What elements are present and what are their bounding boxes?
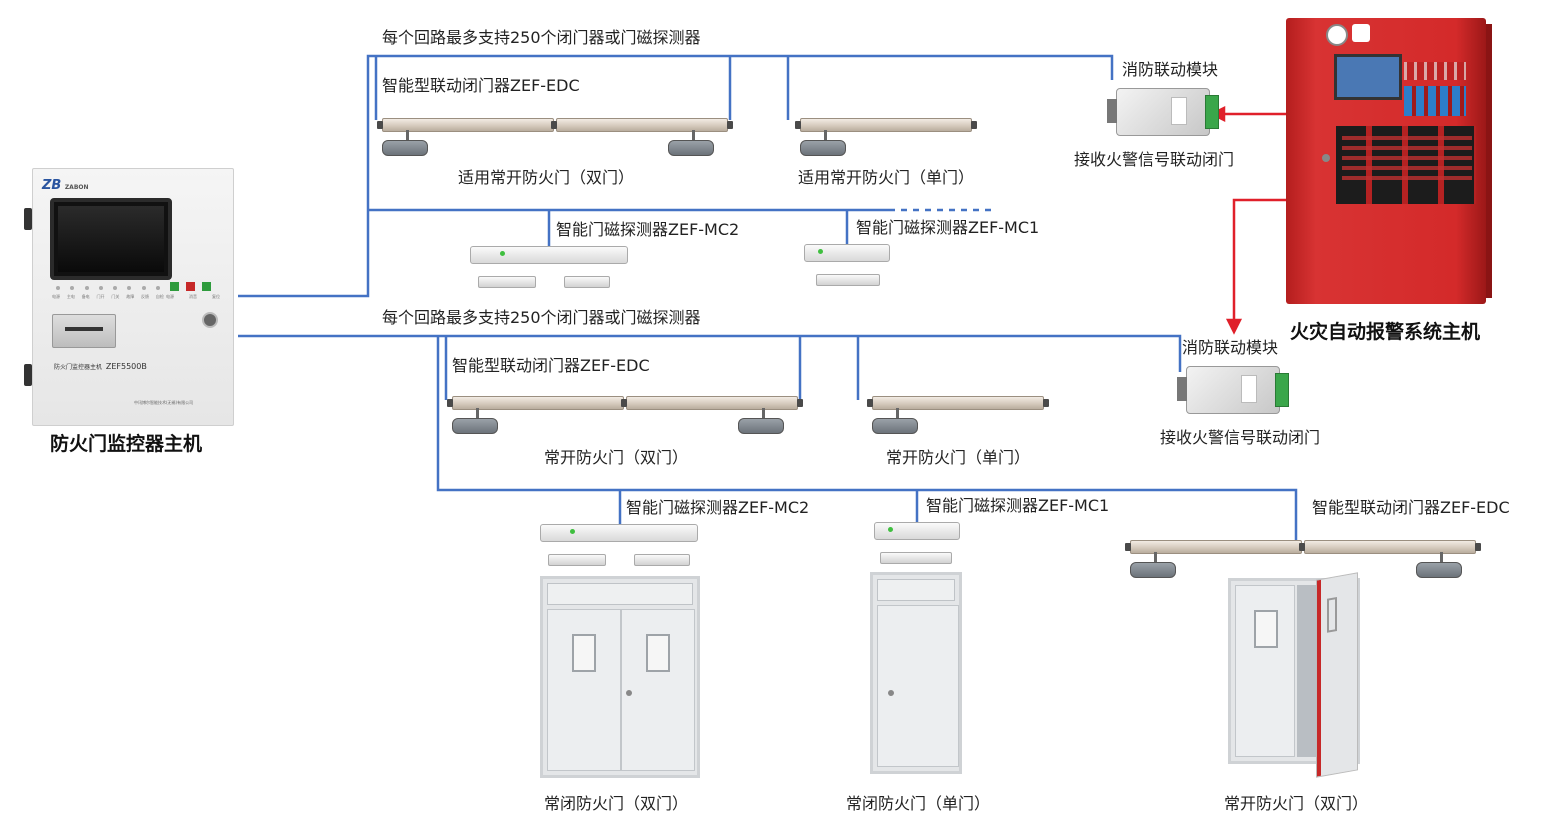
power-button[interactable] [170, 282, 179, 291]
bottom-mc2-label: 智能门磁探测器ZEF-MC2 [626, 498, 810, 517]
key-lock[interactable] [202, 312, 218, 328]
silence-button[interactable] [186, 282, 195, 291]
lock-icon [1322, 154, 1330, 162]
door-closer [867, 394, 1049, 438]
door-closer [447, 394, 629, 438]
top-single-door-label: 适用常开防火门（单门） [798, 168, 975, 187]
fire-alarm-title: 火灾自动报警系统主机 [1290, 321, 1481, 343]
bottom-loop-wire [238, 334, 1182, 372]
top-double-door-label: 适用常开防火门（双门） [458, 168, 635, 187]
module-bottom-name: 消防联动模块 [1182, 338, 1279, 357]
keypad[interactable] [1404, 86, 1466, 116]
door-closer [551, 116, 733, 160]
controller-title: 防火门监控器主机 [50, 433, 203, 455]
top-mc1-label: 智能门磁探测器ZEF-MC1 [856, 218, 1040, 237]
closed-single-door-label: 常闭防火门（单门） [846, 794, 991, 813]
linkage-module-bottom [1177, 366, 1289, 414]
linkage-module-top [1107, 88, 1219, 136]
fire-logo-icon [1352, 24, 1370, 42]
door-closer [1125, 538, 1307, 582]
module-top-name: 消防联动模块 [1122, 60, 1219, 79]
status-indicators [56, 286, 160, 290]
closed-double-fire-door [540, 576, 700, 778]
top-loop-capacity: 每个回路最多支持250个闭门器或门磁探测器 [382, 28, 701, 47]
door-monitor-controller: ZB ZABON 电源主电备电门开门关故障反馈自检 电源消音复位 防火门监控器主… [24, 168, 234, 426]
bottom-loop-capacity: 每个回路最多支持250个闭门器或门磁探测器 [382, 308, 701, 327]
door-closer [795, 116, 977, 160]
printer [52, 314, 116, 348]
bottom-double-door-label: 常开防火门（双门） [544, 448, 689, 467]
fire-alarm-host [1286, 18, 1492, 306]
bottom-closer-label: 智能型联动闭门器ZEF-EDC [452, 356, 650, 375]
top-closer-label: 智能型联动闭门器ZEF-EDC [382, 76, 580, 95]
certification-icon [1326, 24, 1348, 46]
door-closer [1299, 538, 1481, 582]
brand-logo: ZB ZABON [42, 178, 89, 193]
top-loop-wire [238, 54, 1114, 298]
reset-button[interactable] [202, 282, 211, 291]
lcd-display [1334, 54, 1402, 100]
open-double-door-label: 常开防火门（双门） [1224, 794, 1369, 813]
bottom-mc1-label: 智能门磁探测器ZEF-MC1 [926, 496, 1110, 515]
touch-screen[interactable] [50, 198, 172, 280]
closed-single-fire-door [870, 572, 962, 774]
open-door-leaf [1316, 572, 1358, 778]
door-closer [621, 394, 803, 438]
module-bottom-caption: 接收火警信号联动闭门 [1160, 428, 1321, 447]
closed-double-door-label: 常闭防火门（双门） [544, 794, 689, 813]
door-closer [377, 116, 559, 160]
bottom-single-door-label: 常开防火门（单门） [886, 448, 1031, 467]
module-top-caption: 接收火警信号联动闭门 [1074, 150, 1235, 169]
bottom-closer-right-label: 智能型联动闭门器ZEF-EDC [1312, 498, 1510, 517]
top-mc2-label: 智能门磁探测器ZEF-MC2 [556, 220, 740, 239]
